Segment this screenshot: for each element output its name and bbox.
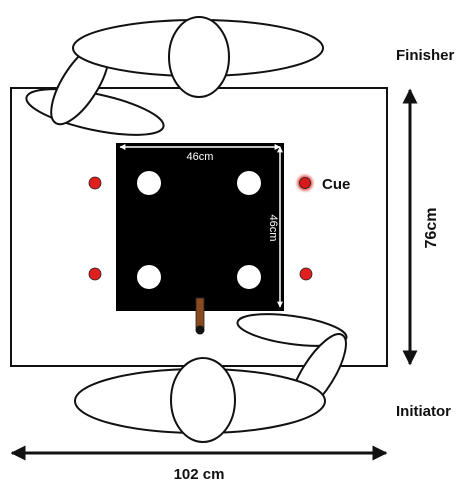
cue-light-left-bottom [88, 267, 102, 281]
initiator-right-arm [236, 313, 348, 347]
peg [195, 297, 205, 329]
cue-light-left-top [88, 176, 102, 190]
hole-bottom-right [237, 265, 261, 289]
table-height-label: 76cm [423, 208, 440, 249]
hole-bottom-left [137, 265, 161, 289]
peg-base [195, 325, 205, 335]
cue-light-right-bottom [299, 267, 313, 281]
board-height-label: 46cm [267, 215, 279, 242]
finisher-head [168, 16, 230, 98]
table-width-label: 102 cm [174, 466, 225, 483]
cue-light-right-top [299, 177, 311, 189]
hole-top-left [137, 171, 161, 195]
hole-top-right [237, 171, 261, 195]
finisher-label: Finisher [396, 47, 455, 64]
initiator-figure [74, 313, 348, 443]
initiator-head [170, 357, 236, 443]
initiator-label: Initiator [396, 403, 451, 420]
cue-label: Cue [322, 176, 350, 193]
board-width-label: 46cm [187, 151, 214, 163]
finisher-figure [25, 16, 324, 136]
